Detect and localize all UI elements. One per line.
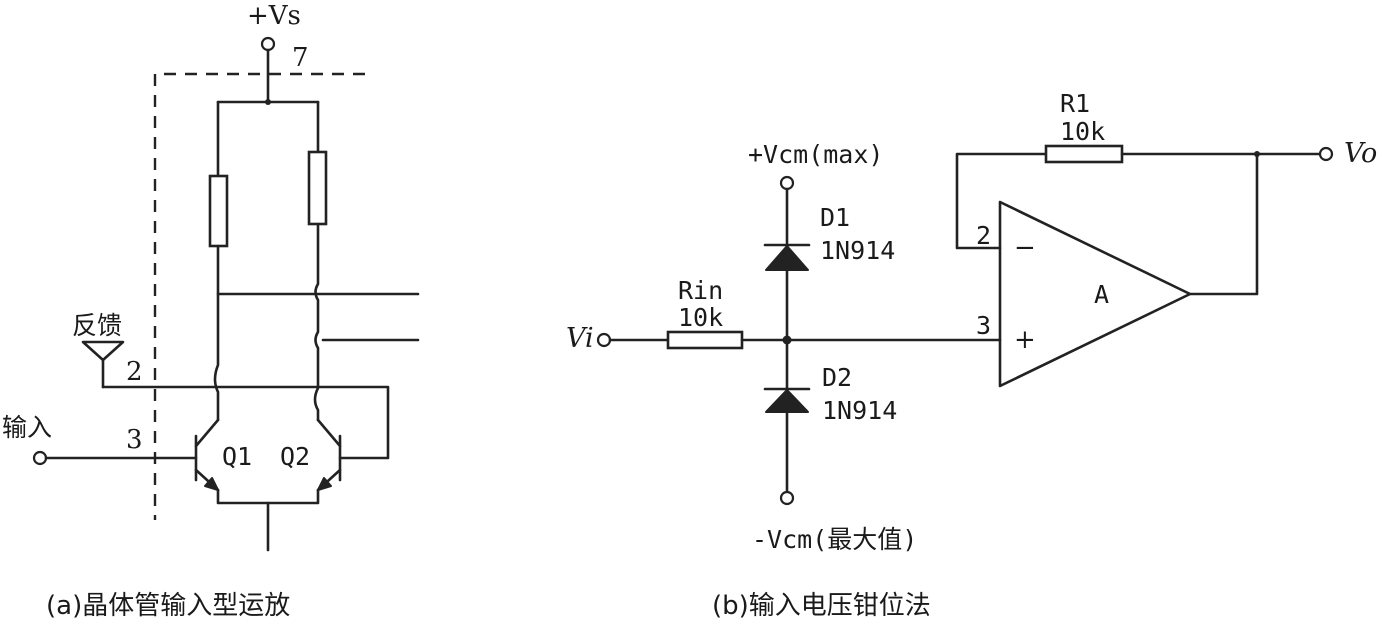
input-label: 输入 <box>2 413 52 442</box>
r1-name: R1 <box>1060 89 1090 118</box>
caption-b: (b)输入电压钳位法 <box>712 591 931 621</box>
supply-terminal <box>260 36 276 52</box>
amp-label: A <box>1094 280 1109 309</box>
feedback-line <box>101 385 390 460</box>
transistor-input-opamp-diagram: +Vs 7 反馈 2 输入 3 Q1 Q2 (a)晶体管输入型运放 <box>2 1 420 621</box>
q2-collector-wire <box>313 222 320 422</box>
pin-7-label: 7 <box>292 43 309 73</box>
noninverting-sign: + <box>1014 325 1036 355</box>
resistor-rin <box>666 330 744 350</box>
pin-2-label: 2 <box>126 357 143 387</box>
vcm-max-terminal <box>779 175 795 191</box>
vcm-min-label: -Vcm(最大值) <box>752 525 917 554</box>
d1-name: D1 <box>820 203 850 232</box>
vi-label: Vi <box>566 323 594 354</box>
package-outline <box>153 72 365 520</box>
diode-d1 <box>763 243 811 271</box>
opamp-output-wire <box>1188 152 1259 296</box>
q2-label: Q2 <box>280 442 310 471</box>
load-resistor-left <box>208 174 229 248</box>
d1-part: 1N914 <box>820 236 895 265</box>
input-clamp-diagram: +Vcm(max) D1 1N914 Rin 10k Vi D2 1N914 -… <box>566 89 1377 621</box>
resistor-r1 <box>1044 144 1124 164</box>
rin-value: 10k <box>678 303 723 332</box>
caption-a: (a)晶体管输入型运放 <box>46 591 290 621</box>
pin-2-inv-label: 2 <box>976 221 991 250</box>
d2-name: D2 <box>822 363 852 392</box>
vo-label: Vo <box>1344 138 1377 169</box>
feedback-symbol <box>81 340 125 362</box>
transistor-q1 <box>194 418 220 492</box>
inverting-sign: − <box>1014 233 1036 263</box>
emitter-tie <box>216 488 320 505</box>
feedback-label: 反馈 <box>72 311 122 340</box>
inverting-input-wire <box>955 152 1048 250</box>
vcm-min-terminal <box>779 490 795 506</box>
diode-d2 <box>763 387 811 413</box>
pin-3-label: 3 <box>126 425 143 455</box>
vo-terminal <box>1318 146 1334 162</box>
supply-label: +Vs <box>247 1 301 31</box>
q1-label: Q1 <box>222 442 252 471</box>
q1-collector-wire <box>213 244 220 422</box>
transistor-q2 <box>316 418 342 492</box>
vi-terminal <box>596 332 612 348</box>
load-resistor-right <box>307 150 328 226</box>
pin-3-noninv-label: 3 <box>976 311 991 340</box>
rin-name: Rin <box>678 276 723 305</box>
input-terminal <box>32 450 48 466</box>
r1-value: 10k <box>1060 117 1105 146</box>
d2-part: 1N914 <box>822 396 897 425</box>
opamp-triangle <box>998 200 1192 388</box>
vcm-max-label: +Vcm(max) <box>748 140 883 169</box>
